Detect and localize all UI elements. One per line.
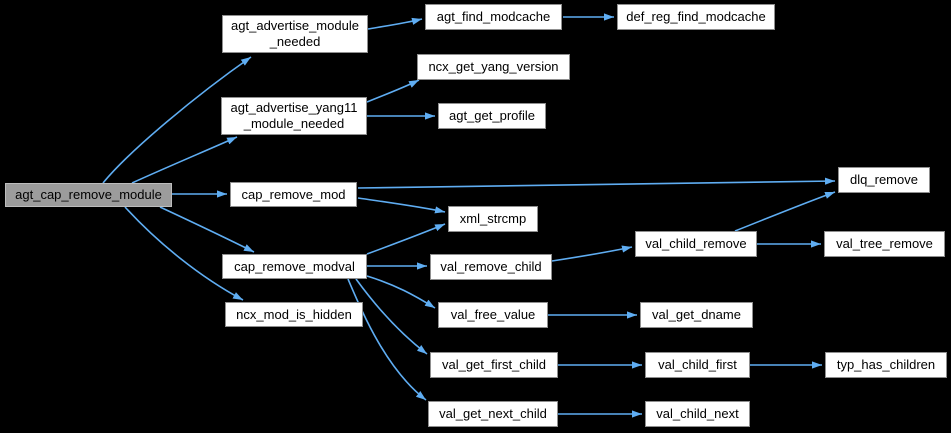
edge-cap_remove_modval--val_get_next_child — [347, 278, 427, 401]
node-cap_remove_modval[interactable]: cap_remove_modval — [222, 254, 367, 279]
node-label: agt_find_modcache — [436, 9, 551, 24]
node-agt_advertise_yang11_module_needed[interactable]: agt_advertise_yang11_module_needed — [221, 97, 367, 135]
node-label: agt_advertise_yang11 — [230, 100, 358, 115]
node-typ_has_children[interactable]: typ_has_children — [825, 352, 947, 378]
edge-agt_cap_remove_module--cap_remove_modval — [159, 206, 255, 253]
edge-agt_cap_remove_module--agt_advertise_module_needed — [102, 56, 252, 184]
node-label: _module_needed — [243, 116, 345, 131]
node-val_child_remove[interactable]: val_child_remove — [635, 231, 757, 257]
node-label: _needed — [269, 34, 321, 49]
node-agt_cap_remove_module[interactable]: agt_cap_remove_module — [5, 183, 172, 207]
node-label: val_child_next — [656, 406, 739, 421]
node-val_remove_child[interactable]: val_remove_child — [430, 254, 552, 280]
node-agt_find_modcache[interactable]: agt_find_modcache — [425, 4, 562, 30]
node-val_get_next_child[interactable]: val_get_next_child — [428, 401, 558, 427]
node-agt_advertise_module_needed[interactable]: agt_advertise_module_needed — [222, 15, 368, 53]
node-label: cap_remove_mod — [241, 186, 346, 202]
node-label: val_free_value — [450, 307, 536, 322]
node-label: xml_strcmp — [459, 211, 527, 226]
node-val_free_value[interactable]: val_free_value — [438, 302, 548, 328]
node-def_reg_find_modcache[interactable]: def_reg_find_modcache — [617, 4, 775, 30]
node-label: agt_get_profile — [448, 108, 535, 123]
node-label: agt_advertise_module — [231, 18, 359, 33]
node-val_child_first[interactable]: val_child_first — [645, 352, 750, 378]
edge-cap_remove_modval--xml_strcmp — [366, 223, 446, 255]
node-label: dlq_remove — [850, 172, 918, 187]
node-ncx_get_yang_version[interactable]: ncx_get_yang_version — [417, 54, 570, 80]
node-cap_remove_mod[interactable]: cap_remove_mod — [230, 182, 357, 207]
edge-cap_remove_mod--xml_strcmp — [357, 197, 446, 214]
node-label: val_remove_child — [440, 259, 542, 274]
edge-agt_advertise_module_needed--agt_find_modcache — [367, 17, 423, 30]
edge-cap_remove_mod--dlq_remove — [357, 177, 836, 189]
node-label: val_get_next_child — [439, 406, 547, 421]
node-agt_get_profile[interactable]: agt_get_profile — [438, 103, 546, 129]
node-label: val_get_dname — [652, 307, 741, 322]
node-xml_strcmp[interactable]: xml_strcmp — [448, 206, 538, 232]
node-label: cap_remove_modval — [234, 258, 355, 274]
edge-cap_remove_modval--val_get_first_child — [355, 278, 428, 355]
edge-agt_cap_remove_module--ncx_mod_is_hidden — [124, 206, 244, 301]
node-label: agt_cap_remove_module — [15, 187, 162, 202]
node-val_get_first_child[interactable]: val_get_first_child — [430, 352, 558, 378]
node-ncx_mod_is_hidden[interactable]: ncx_mod_is_hidden — [225, 302, 363, 327]
node-label: ncx_get_yang_version — [428, 59, 559, 74]
node-dlq_remove[interactable]: dlq_remove — [838, 167, 930, 193]
node-label: ncx_mod_is_hidden — [236, 306, 352, 322]
edge-agt_advertise_yang11_module_needed--ncx_get_yang_version — [366, 79, 420, 103]
edge-agt_cap_remove_module--agt_advertise_yang11_module_needed — [131, 136, 238, 184]
node-val_get_dname[interactable]: val_get_dname — [640, 302, 753, 328]
node-label: val_child_remove — [645, 236, 747, 251]
node-label: def_reg_find_modcache — [626, 9, 766, 24]
node-label: typ_has_children — [836, 357, 936, 372]
edge-val_child_remove--dlq_remove — [734, 191, 836, 232]
edge-val_remove_child--val_child_remove — [551, 245, 633, 262]
node-label: val_child_first — [658, 357, 737, 372]
node-label: val_get_first_child — [441, 357, 547, 372]
node-label: val_tree_remove — [836, 236, 933, 251]
node-val_child_next[interactable]: val_child_next — [645, 401, 750, 427]
node-val_tree_remove[interactable]: val_tree_remove — [824, 231, 945, 257]
edge-cap_remove_modval--val_free_value — [366, 275, 436, 309]
